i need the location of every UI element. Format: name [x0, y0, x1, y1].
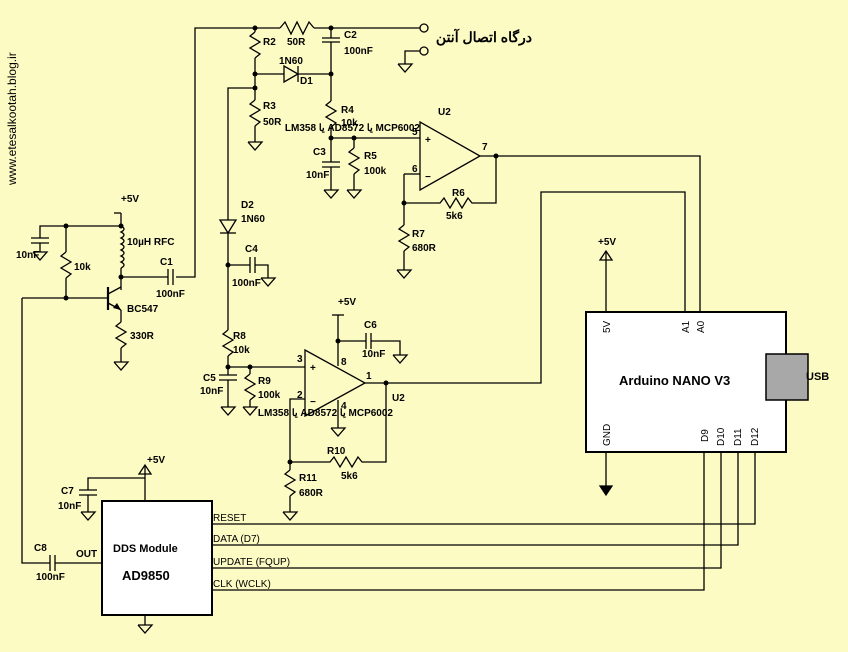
- signal-data: DATA (D7): [213, 534, 260, 545]
- opamp-bottom-name: U2: [392, 393, 405, 404]
- rfc-label: 10µH RFC: [127, 237, 174, 248]
- r-top-value: 50R: [287, 37, 306, 48]
- c8-value: 100nF: [36, 572, 65, 583]
- dds-module: [101, 500, 213, 616]
- r8-label: R8: [233, 331, 246, 342]
- r5-label: R5: [364, 151, 377, 162]
- signal-reset: RESET: [213, 513, 246, 524]
- r7-value: 680R: [412, 243, 437, 254]
- antenna-terminal: [419, 23, 429, 33]
- r2-label: R2: [263, 37, 276, 48]
- signal-clk: CLK (WCLK): [213, 579, 271, 590]
- transistor-amp: +5V 10nF 10k 10µH RFC C1 100nF BC547: [16, 194, 185, 564]
- svg-text:−: −: [425, 172, 431, 183]
- r4-label: R4: [341, 105, 354, 116]
- r6-label: R6: [452, 188, 465, 199]
- opamp-bottom-pin-minus: 2: [297, 390, 303, 401]
- c2-value: 100nF: [344, 46, 373, 57]
- opamp-bottom-pin-gnd: 4: [341, 401, 347, 412]
- r3-label: R3: [263, 101, 276, 112]
- d2-label: D2: [241, 200, 254, 211]
- d1-label: D1: [300, 76, 313, 87]
- opamp-top-name: U2: [438, 107, 451, 118]
- d1-type: 1N60: [279, 56, 303, 67]
- svg-text:+: +: [310, 363, 316, 374]
- r11-label: R11: [299, 473, 317, 484]
- c8-label: C8: [34, 543, 47, 554]
- usb-label: USB: [806, 371, 829, 383]
- c7-value: 10nF: [58, 501, 81, 512]
- opamp-bottom-pin-vcc: 8: [341, 357, 347, 368]
- r8-value: 10k: [233, 345, 250, 356]
- supply-dds: +5V: [147, 455, 165, 466]
- watermark-text: www.etesalkootah.blog.ir: [5, 52, 19, 186]
- c5-value: 10nF: [200, 386, 223, 397]
- r10-label: R10: [327, 446, 346, 457]
- r7-label: R7: [412, 229, 425, 240]
- opamp-bottom-pin-out: 1: [366, 371, 372, 382]
- arduino-block: Arduino NANO V3 USB +5V 5V A1 A0 GND D9 …: [212, 237, 829, 591]
- dds-out: OUT: [76, 549, 97, 560]
- antenna-label: درگاه اتصال آنتن: [436, 28, 532, 46]
- c2-label: C2: [344, 30, 357, 41]
- usb-connector: [765, 353, 809, 401]
- r6-value: 5k6: [446, 211, 463, 222]
- transistor-label: BC547: [127, 304, 159, 315]
- c3-label: C3: [313, 147, 326, 158]
- r4-value: 10k: [341, 118, 358, 129]
- pin-d12: D12: [750, 427, 761, 446]
- c1-value: 100nF: [156, 289, 185, 300]
- supply-arduino: +5V: [598, 237, 616, 248]
- opamp-top-part: LM358 یا AD8572 یا MCP6002: [285, 123, 421, 134]
- c1-label: C1: [160, 257, 173, 268]
- pin-a0: A0: [696, 320, 707, 333]
- re-value: 330R: [130, 331, 155, 342]
- r5-value: 100k: [364, 166, 387, 177]
- opamp-top-pin-out: 7: [482, 142, 488, 153]
- bottom-detector: D2 1N60 C4 100nF R8 10k C5 10nF R9 100k: [200, 191, 686, 521]
- pin-a1: A1: [681, 320, 692, 333]
- pin-d9: D9: [700, 429, 711, 442]
- opamp-top-pin-plus: 5: [412, 127, 418, 138]
- r10-value: 5k6: [341, 471, 358, 482]
- r11-value: 680R: [299, 488, 324, 499]
- c3-value: 10nF: [306, 170, 329, 181]
- svg-text:−: −: [310, 397, 316, 408]
- pin-d11: D11: [733, 428, 744, 446]
- c7-label: C7: [61, 486, 74, 497]
- opamp-top-pin-minus: 6: [412, 164, 418, 175]
- c5-label: C5: [203, 373, 216, 384]
- pin-d10: D10: [716, 427, 727, 446]
- dds-chip: AD9850: [122, 568, 170, 583]
- signal-update: UPDATE (FQUP): [213, 557, 290, 568]
- opamp-bottom-pin-plus: 3: [297, 354, 303, 365]
- pin-gnd: GND: [602, 424, 613, 446]
- dds-block: DDS Module AD9850 OUT RESET DATA (D7) UP…: [34, 455, 290, 634]
- top-detector: 50R درگاه اتصال آنتن R2 C2 100nF 1N60 D1: [176, 20, 701, 312]
- dds-title: DDS Module: [113, 543, 178, 555]
- r3-value: 50R: [263, 117, 282, 128]
- c4-label: C4: [245, 244, 258, 255]
- arduino-name: Arduino NANO V3: [619, 373, 730, 388]
- supply-opamp-bottom: +5V: [338, 297, 356, 308]
- pin-5v: 5V: [602, 320, 613, 333]
- d2-type: 1N60: [241, 214, 265, 225]
- ground-symbol: [397, 63, 414, 73]
- cap-left-value: 10nF: [16, 250, 39, 261]
- c6-value: 10nF: [362, 349, 385, 360]
- r9-label: R9: [258, 376, 271, 387]
- opamp-bottom-part: LM358 یا AD8572 یا MCP6002: [258, 408, 394, 419]
- svg-text:+: +: [425, 135, 431, 146]
- c6-label: C6: [364, 320, 377, 331]
- r-bias-value: 10k: [74, 262, 91, 273]
- supply-transistor: +5V: [121, 194, 139, 205]
- c4-value: 100nF: [232, 278, 261, 289]
- r9-value: 100k: [258, 390, 281, 401]
